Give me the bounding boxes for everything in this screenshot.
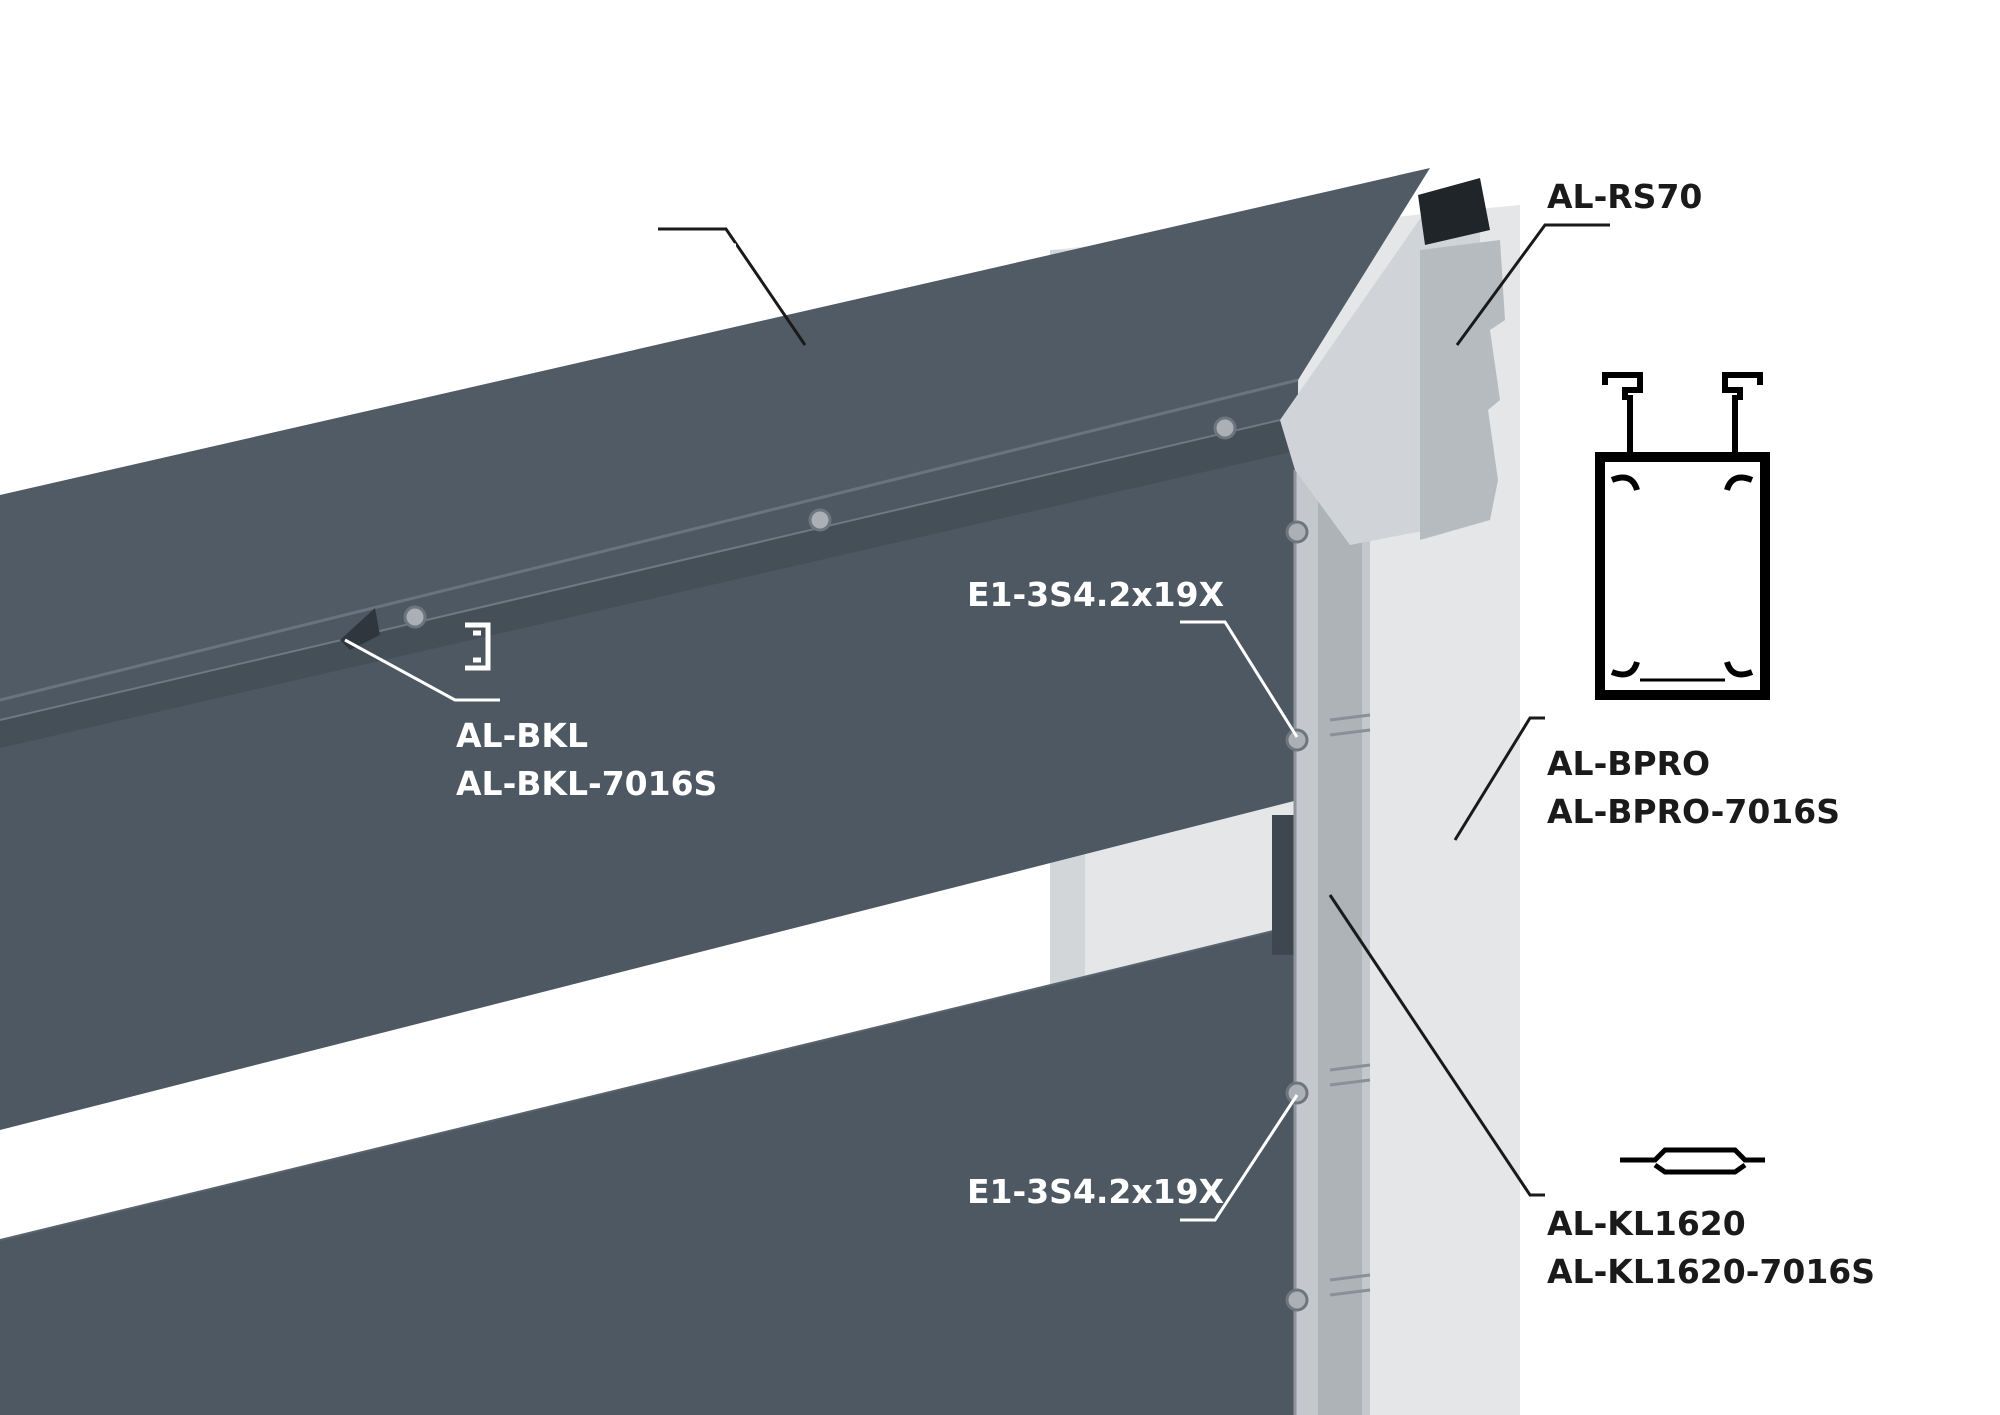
aluminium-channel-inner <box>1318 480 1362 1415</box>
label-screw-lower-line1: E1-3S4.2x19X <box>967 1172 1225 1211</box>
label-kl1620: AL-KL1620 AL-KL1620-7016S <box>1547 1200 1875 1296</box>
label-kl1620-line2: AL-KL1620-7016S <box>1547 1252 1876 1291</box>
end-cap-top-seal <box>1418 178 1490 245</box>
screw-head <box>403 605 427 629</box>
screw-head <box>1285 520 1309 544</box>
screw-head <box>1213 416 1237 440</box>
leader-screw-lower <box>1180 1094 1299 1222</box>
label-screw-lower: E1-3S4.2x19X <box>967 1168 1224 1216</box>
leader-bkl <box>344 638 500 702</box>
bpro-section-icon <box>1595 372 1770 700</box>
leader-kl1620 <box>1328 894 1545 1197</box>
screw-shanks <box>1329 713 1371 1297</box>
label-kl1620-line1: AL-KL1620 <box>1547 1204 1746 1243</box>
label-bkl-line1: AL-BKL <box>456 716 589 755</box>
lower-slat <box>0 925 1298 1415</box>
label-rs70-line1: AL-RS70 <box>1547 177 1703 216</box>
label-bpro-top-line2: AL-BPRO-7016S <box>447 236 740 275</box>
label-rs70: AL-RS70 <box>1547 173 1702 221</box>
label-screw-upper: E1-3S4.2x19X <box>967 571 1224 619</box>
lower-slat-top-edge <box>0 924 1299 1241</box>
label-bpro-right: AL-BPRO AL-BPRO-7016S <box>1547 740 1840 836</box>
leader-screw-upper <box>1180 620 1299 738</box>
bkl-section-icon <box>465 622 491 671</box>
leader-rs70 <box>1455 223 1610 346</box>
label-bpro-right-line2: AL-BPRO-7016S <box>1547 792 1840 831</box>
leader-bpro-top <box>658 227 807 346</box>
cover-strip <box>0 420 1300 748</box>
label-bpro-top-line1: AL-BPRO <box>447 188 611 227</box>
top-beam-fold-edge <box>0 378 1299 702</box>
cover-strip-end <box>340 608 380 650</box>
label-bpro-top: AL-BPRO AL-BPRO-7016S <box>447 184 740 280</box>
top-beam-upper-face <box>0 168 1430 700</box>
kl1620-section-icon <box>1620 1147 1765 1175</box>
screw-head <box>1285 1081 1309 1105</box>
cover-strip-highlight <box>0 419 1281 721</box>
leader-bpro-right <box>1453 716 1545 841</box>
top-beam-front-face <box>0 380 1298 1130</box>
label-bkl: AL-BKL AL-BKL-7016S <box>456 712 717 808</box>
screw-head <box>808 508 832 532</box>
label-screw-upper-line1: E1-3S4.2x19X <box>967 575 1225 614</box>
end-cap-teeth <box>1420 240 1505 540</box>
label-bpro-right-line1: AL-BPRO <box>1547 744 1711 783</box>
screw-head <box>1285 728 1309 752</box>
label-bkl-line2: AL-BKL-7016S <box>456 764 718 803</box>
screw-head <box>1285 1288 1309 1312</box>
